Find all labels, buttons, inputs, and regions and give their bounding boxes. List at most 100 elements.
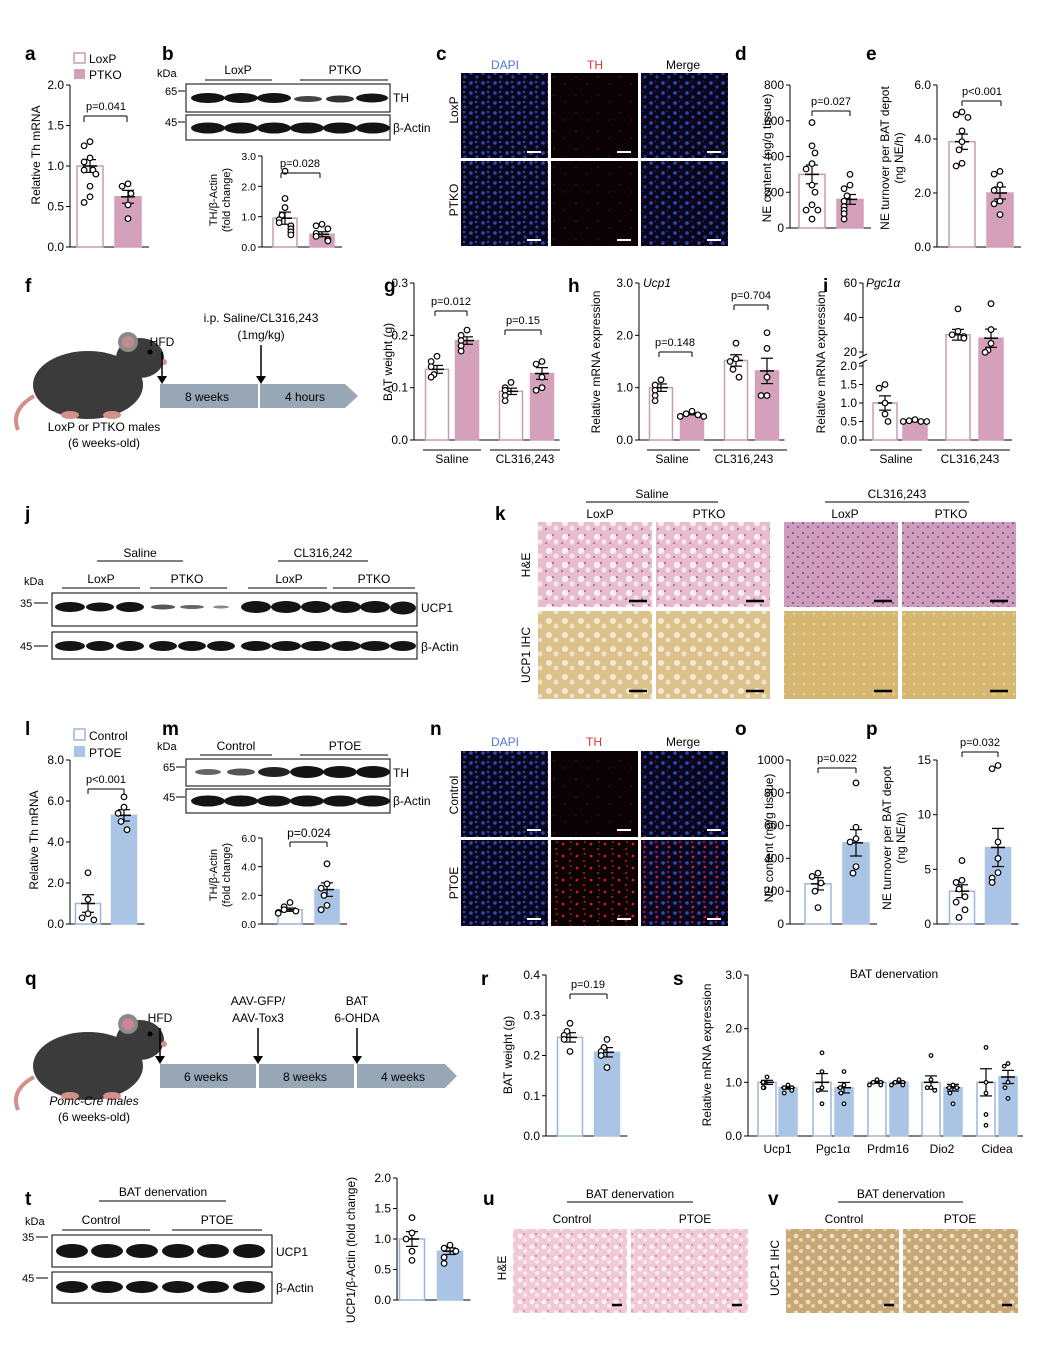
data-point-p: [955, 914, 963, 921]
row-label-ihc-k: UCP1 IHC: [519, 627, 533, 683]
data-point-m: [292, 907, 300, 915]
data-point-d: [808, 142, 816, 150]
data-point-o: [846, 838, 854, 846]
data-point-i: [948, 331, 956, 339]
histology-he-ptoe-u: [631, 1229, 748, 1313]
y-tick-label-l: 0.0: [47, 917, 64, 931]
data-point-p: [961, 893, 969, 901]
timeline-label-6-weeks: 6 weeks: [184, 1070, 228, 1084]
row-label-loxp-c: LoxP: [447, 96, 461, 123]
data-point-d: [808, 119, 816, 126]
data-point-m: [317, 884, 325, 892]
data-point-h: [763, 329, 771, 337]
data-point-e: [958, 127, 966, 135]
data-point-i: [881, 410, 889, 418]
histology-he-control-u: [513, 1229, 627, 1313]
micrograph-th-ptko: [551, 161, 638, 246]
y-tick-label-h: 1.0: [616, 381, 633, 395]
data-point-e: [958, 159, 966, 167]
data-point-i: [954, 327, 962, 335]
data-point-a: [86, 182, 94, 190]
data-point-d: [808, 215, 816, 223]
data-point-i: [881, 381, 889, 388]
p-value-r: p=0.19: [571, 979, 605, 991]
data-point-d: [840, 215, 848, 223]
kda-marker-45-t: 45: [22, 1273, 34, 1285]
data-point-s: [819, 1085, 825, 1091]
data-point-i: [954, 305, 962, 313]
panel-letter-k: k: [495, 504, 506, 525]
data-point-b: [324, 237, 332, 245]
data-point-m: [317, 906, 325, 914]
data-point-a: [92, 170, 100, 178]
blot-group-ptoe-t: PTOE: [201, 1213, 233, 1227]
y-axis-label-e-2: (ng NE/h): [892, 132, 906, 183]
blot-group-j-ptko-2: PTKO: [358, 572, 391, 586]
y-tick-label-t: 1.0: [374, 1232, 391, 1246]
micrograph-dapi-control: [461, 751, 548, 837]
treatment-label-cl-k: CL316,243: [868, 487, 927, 501]
micrograph-merge-control: [641, 751, 728, 837]
data-point-s: [983, 1122, 989, 1128]
data-point-i: [987, 339, 995, 347]
data-point-p: [994, 838, 1002, 846]
blot-group-loxp: LoxP: [224, 63, 251, 77]
data-point-p: [961, 906, 969, 914]
data-point-r: [603, 1035, 611, 1043]
p-value-g-cl: p=0.15: [506, 315, 540, 327]
data-point-s: [983, 1090, 989, 1096]
y-axis-label-g: BAT weight (g): [381, 323, 395, 401]
data-point-t: [440, 1259, 448, 1267]
legend-swatch-loxp: [73, 52, 86, 64]
y-tick-label-a: 0.0: [47, 240, 64, 254]
data-point-s: [815, 1087, 821, 1093]
data-point-s: [946, 1085, 952, 1091]
data-point-s: [889, 1082, 894, 1088]
y-tick-label-h: 2.0: [616, 328, 633, 342]
band-label-actin-t: β-Actin: [276, 1281, 314, 1295]
data-point-e: [955, 146, 963, 154]
panel-letter-c: c: [436, 44, 447, 65]
y-tick-label-o: 1000: [757, 753, 784, 767]
data-point-p: [955, 885, 963, 893]
data-point-s: [819, 1101, 825, 1107]
histology-ihc-cl-ptko: [902, 611, 1016, 699]
panel-letter-d: d: [735, 44, 747, 65]
p-value-e: p<0.001: [962, 86, 1002, 98]
y-tick-label-r: 0.2: [523, 1049, 540, 1063]
data-point-s: [924, 1085, 930, 1091]
data-point-d: [840, 185, 848, 193]
y-tick-label-r: 0.1: [523, 1089, 540, 1103]
panel-letter-v: v: [768, 1189, 779, 1210]
col-label-k-loxp-1: LoxP: [586, 507, 613, 521]
micrograph-th-ptoe: [551, 840, 638, 926]
y-tick-label-p: 0: [924, 917, 931, 931]
channel-label-dapi-n: DAPI: [491, 735, 519, 749]
data-point-i: [881, 399, 889, 407]
y-axis-label-m: TH/β-Actin: [208, 849, 220, 901]
data-point-p: [952, 898, 960, 906]
y-tick-label-i: 60: [844, 276, 858, 290]
data-point-g: [538, 384, 546, 392]
band-label-ucp1-t: UCP1: [276, 1245, 308, 1259]
panel-letter-b: b: [162, 44, 174, 65]
histology-ihc-control-v: [786, 1229, 899, 1313]
data-point-s: [896, 1077, 902, 1083]
kda-marker-45-j: 45: [20, 641, 32, 653]
y-tick-label-e: 0.0: [914, 240, 931, 254]
y-axis-label-b-2: (fold change): [221, 168, 233, 232]
data-point-o: [811, 887, 819, 895]
kda-marker-65: 65: [165, 86, 177, 98]
data-point-a: [80, 142, 88, 150]
col-label-ptoe-v: PTOE: [944, 1212, 976, 1226]
axis-break-i: [858, 353, 868, 359]
data-point-s: [900, 1082, 906, 1088]
y-tick-label-h: 0.0: [616, 433, 633, 447]
data-point-s: [789, 1087, 795, 1093]
y-axis-label-t: UCP1/β-Actin (fold change): [344, 1177, 358, 1323]
data-point-s: [837, 1085, 843, 1091]
data-point-i: [981, 348, 989, 356]
y-tick-label-o: 400: [764, 851, 784, 865]
legend-label-ptko: PTKO: [89, 68, 122, 82]
panel-letter-h: h: [568, 276, 580, 297]
